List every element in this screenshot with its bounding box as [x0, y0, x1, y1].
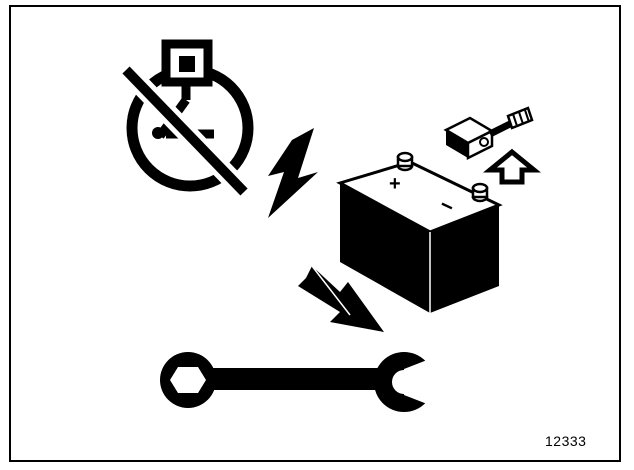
- down-left-arrow-icon: [298, 265, 384, 332]
- wrench-icon: [160, 352, 440, 412]
- battery-positive-symbol: +: [389, 173, 401, 195]
- up-arrow-icon: [482, 148, 542, 185]
- battery-icon: + −: [336, 151, 503, 313]
- engine-prohibited-icon: [118, 39, 254, 199]
- lightning-arrow-icon: [268, 128, 318, 218]
- battery-terminal-clamp-icon: [443, 106, 534, 161]
- figure-number: 12333: [545, 433, 587, 449]
